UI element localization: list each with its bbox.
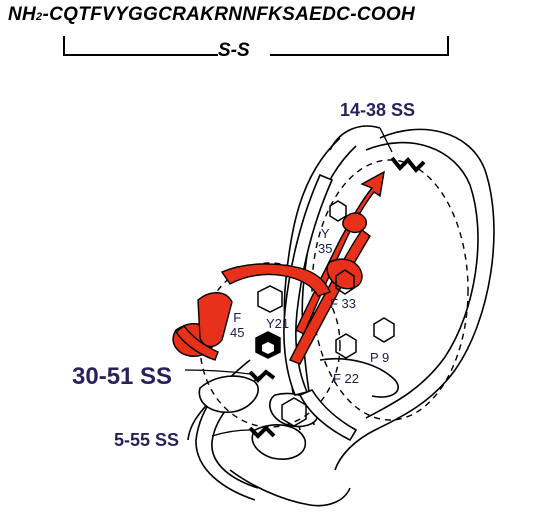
disulfide-14-38 xyxy=(390,156,426,173)
grey-ribbon-backbone xyxy=(187,125,495,507)
label-f45-letter: F xyxy=(233,310,242,325)
molecule-dashed-outline xyxy=(199,159,469,428)
red-highlighted-ribbon xyxy=(172,170,385,365)
aromatic-side-chains xyxy=(255,200,395,427)
disulfide-bridge-label: S-S xyxy=(218,40,250,61)
label-f33: F 33 xyxy=(330,296,357,311)
label-ss-5-55: 5-55 SS xyxy=(114,430,180,450)
sequence-nh-subscript: 2 xyxy=(36,11,43,23)
sequence-body: -CQTFVYGGCRAKRNNFKSAEDC-COOH xyxy=(42,4,416,25)
label-f22: F 22 xyxy=(333,371,360,386)
label-y35: Y 35 xyxy=(318,226,332,256)
label-y35-number: 35 xyxy=(318,241,333,256)
disulfide-5-55 xyxy=(248,425,276,439)
label-y35-letter: Y xyxy=(320,226,330,241)
label-y21: Y21 xyxy=(266,316,290,331)
label-ss-30-51: 30-51 SS xyxy=(72,363,173,390)
label-ss-14-38: 14-38 SS xyxy=(340,100,416,120)
disulfide-bond-marks xyxy=(248,156,426,439)
label-f45-number: 45 xyxy=(230,325,245,340)
central-grey-strand xyxy=(283,173,358,442)
disulfide-bracket xyxy=(63,36,449,56)
label-pointers xyxy=(184,127,393,437)
sequence-nh-prefix: NH xyxy=(8,4,37,25)
peptide-sequence: NH2-CQTFVYGGCRAKRNNFKSAEDC-COOH xyxy=(8,4,415,26)
label-p9: P 9 xyxy=(370,350,390,365)
label-f45: F 45 xyxy=(230,310,244,340)
disulfide-30-51 xyxy=(248,369,276,383)
